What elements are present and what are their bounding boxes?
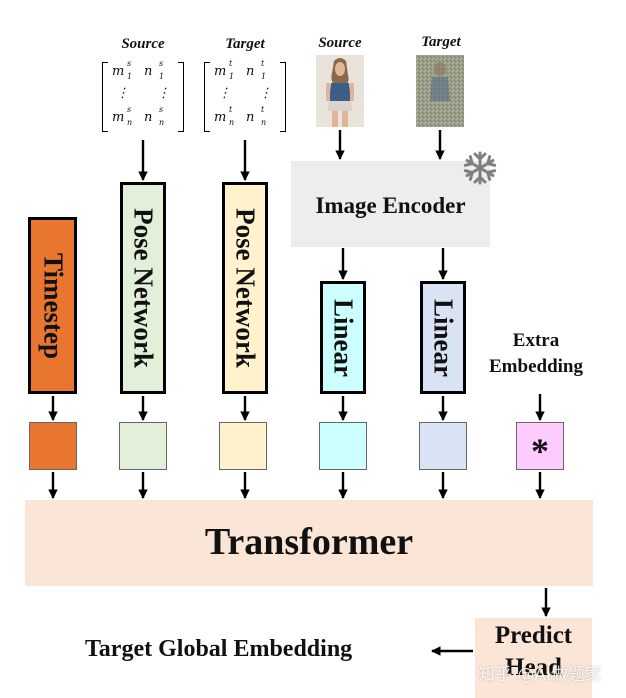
image-source-token bbox=[319, 422, 367, 470]
predict-head-label: Predict Head bbox=[494, 622, 573, 681]
transformer-label: Transformer bbox=[204, 521, 414, 563]
target-noisy-image bbox=[416, 55, 464, 127]
pose-source-token bbox=[119, 422, 167, 470]
pose-target-header: Target bbox=[225, 36, 265, 52]
output-label: Target Global Embedding bbox=[85, 636, 353, 662]
image-encoder-label: Image Encoder bbox=[315, 193, 466, 218]
extra-embedding-token: * bbox=[516, 422, 564, 471]
pose-network-source-block: Pose Network bbox=[120, 182, 166, 394]
image-target-header: Target bbox=[421, 34, 461, 50]
pose-target-token bbox=[219, 422, 267, 470]
transformer-block: Transformer bbox=[25, 500, 593, 586]
predict-head-block: Predict Head bbox=[475, 618, 592, 698]
pose-source-header: Source bbox=[121, 36, 165, 52]
image-source-header: Source bbox=[318, 35, 362, 51]
linear-target-block: Linear bbox=[420, 281, 466, 394]
image-encoder-block: Image Encoder bbox=[291, 161, 490, 247]
snowflake-icon bbox=[463, 151, 497, 185]
timestep-token bbox=[29, 422, 77, 470]
timestep-block: Timestep bbox=[28, 217, 77, 394]
extra-embedding-label: Extra Embedding bbox=[489, 330, 583, 377]
watermark: 知乎 @AI做题家 bbox=[478, 665, 603, 685]
source-person-image bbox=[316, 55, 364, 127]
image-target-token bbox=[419, 422, 467, 470]
asterisk-icon: * bbox=[531, 431, 549, 471]
linear-source-block: Linear bbox=[320, 281, 366, 394]
pose-network-target-block: Pose Network bbox=[222, 182, 268, 394]
